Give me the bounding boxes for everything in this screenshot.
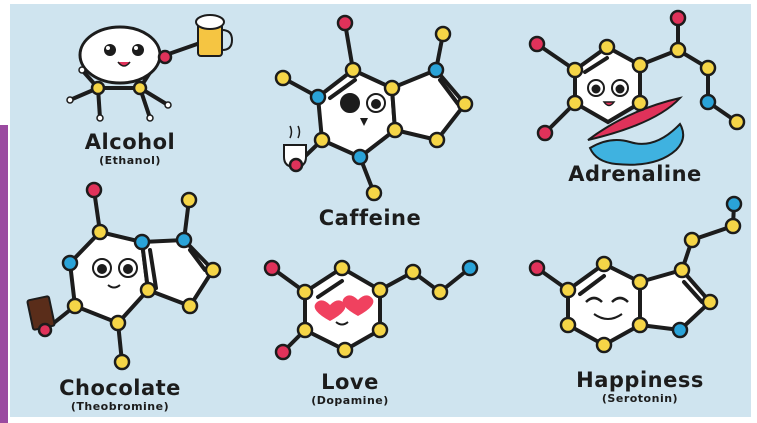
caffeine-molecule bbox=[274, 14, 474, 202]
love-molecule bbox=[263, 259, 479, 361]
molecule-subtitle: (Dopamine) bbox=[311, 394, 389, 407]
molecule-name: Alcohol bbox=[84, 130, 176, 154]
molecule-subtitle: (Theobromine) bbox=[70, 400, 170, 413]
molecule-name: Love bbox=[321, 370, 379, 394]
happiness-label: Happiness (Serotonin) bbox=[575, 368, 705, 405]
beer-mug-icon bbox=[195, 14, 234, 57]
surfboard-icon bbox=[587, 96, 683, 141]
molecule-subtitle: (Serotonin) bbox=[601, 392, 679, 405]
chocolate-molecule bbox=[26, 181, 222, 371]
chocolate-label: Chocolate (Theobromine) bbox=[45, 376, 195, 413]
love-label: Love (Dopamine) bbox=[295, 370, 405, 407]
molecule-subtitle: (Ethanol) bbox=[99, 154, 161, 167]
molecule-name: Happiness bbox=[576, 368, 704, 392]
wave-icon bbox=[588, 122, 685, 166]
molecule-name: Caffeine bbox=[318, 206, 422, 230]
adrenaline-molecule bbox=[528, 9, 746, 166]
alcohol-molecule bbox=[66, 14, 234, 122]
alcohol-label: Alcohol (Ethanol) bbox=[70, 130, 190, 167]
molecule-name: Chocolate bbox=[59, 376, 181, 400]
molecule-name: Adrenaline bbox=[568, 162, 702, 186]
heart-eyes-icon bbox=[314, 295, 374, 321]
adrenaline-label: Adrenaline bbox=[560, 162, 710, 186]
accent-bar bbox=[0, 125, 8, 423]
caffeine-label: Caffeine bbox=[310, 206, 430, 230]
happiness-molecule bbox=[528, 195, 743, 354]
